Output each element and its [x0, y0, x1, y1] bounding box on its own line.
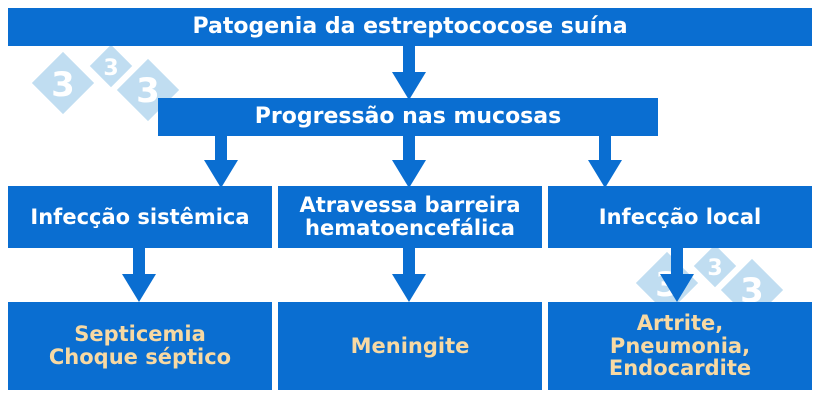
arrow-down-icon: [204, 134, 238, 188]
watermark-digit: 3: [707, 256, 722, 281]
arrow-down-icon: [588, 134, 622, 188]
local-result-box: Artrite, Pneumonia, Endocardite: [548, 302, 812, 390]
mucosa-progression-text: Progressão nas mucosas: [254, 104, 562, 130]
watermark-digit: 3: [740, 271, 764, 311]
result-label: Septicemia Choque séptico: [48, 322, 232, 369]
arrow-down-icon: [392, 134, 426, 188]
result-label: Artrite, Pneumonia, Endocardite: [608, 310, 752, 381]
title-box: Patogenia da estreptococose suína: [8, 8, 812, 46]
watermark-logo-left: 3 3 3: [31, 44, 180, 122]
mucosa-progression-box: Progressão nas mucosas: [158, 98, 658, 136]
arrow-down-icon: [392, 246, 426, 302]
watermark-digit: 3: [51, 65, 75, 105]
systemic-infection-box: Infecção sistêmica: [8, 186, 272, 248]
branch-label: Infecção local: [598, 204, 762, 229]
title-text: Patogenia da estreptococose suína: [192, 14, 628, 40]
septicemia-result-box: Septicemia Choque séptico: [8, 302, 272, 390]
result-label: Meningite: [350, 333, 470, 358]
arrow-down-icon: [660, 246, 694, 302]
arrow-down-icon: [122, 246, 156, 302]
local-infection-box: Infecção local: [548, 186, 812, 248]
meningitis-result-box: Meningite: [278, 302, 542, 390]
arrow-down-icon: [392, 44, 426, 100]
branch-label: Infecção sistêmica: [30, 204, 250, 229]
watermark-digit: 3: [136, 71, 160, 111]
watermark-digit: 3: [103, 56, 118, 81]
branch-label: Atravessa barreira hematoencefálica: [299, 193, 521, 240]
blood-brain-barrier-box: Atravessa barreira hematoencefálica: [278, 186, 542, 248]
